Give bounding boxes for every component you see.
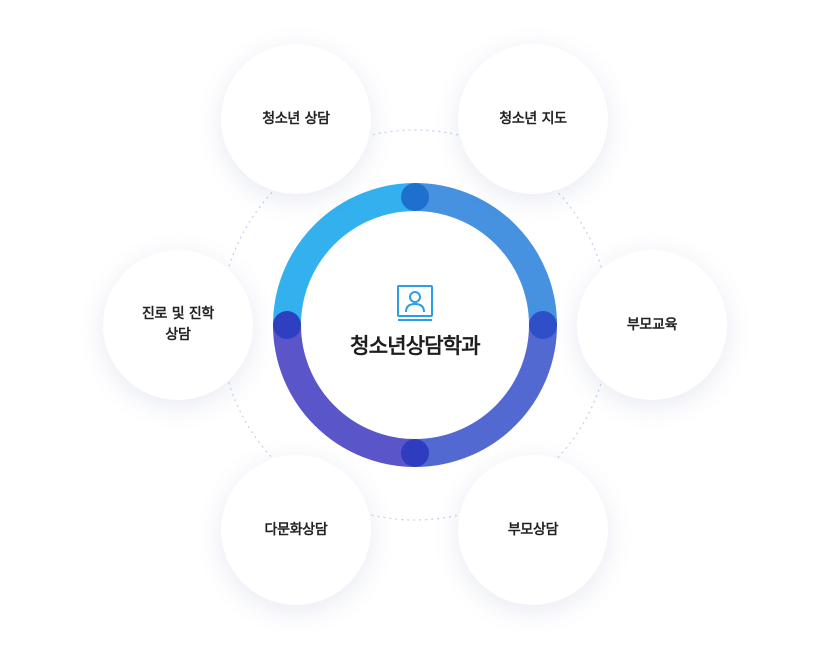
ring-segment-top-left [273,183,416,326]
ring-joint-bottom [401,439,429,467]
node-youth-counseling: 청소년 상담 [221,44,371,194]
counselor-icon [397,285,433,321]
node-youth-guidance: 청소년 지도 [458,44,608,194]
node-label: 부모교육 [626,316,678,333]
center-hub: 청소년상담학과 [302,212,528,438]
ring-segment-bottom-left [273,324,416,467]
node-label: 다문화상담 [264,521,328,538]
node-parent-education: 부모교육 [577,250,727,400]
ring-segment-bottom-right [414,324,557,467]
node-parent-counseling: 부모상담 [458,455,608,605]
node-label: 청소년 상담 [262,110,330,127]
node-label: 청소년 지도 [499,110,567,127]
ring-joint-left [273,311,301,339]
node-label: 부모상담 [507,521,559,538]
ring-joint-top [401,183,429,211]
node-label: 진로 및 진학 상담 [141,306,215,343]
ring-segment-top-right [414,183,557,326]
node-career-counseling: 진로 및 진학 상담 [103,250,253,400]
center-title: 청소년상담학과 [350,334,480,358]
node-multicultural-counseling: 다문화상담 [221,455,371,605]
ring-joint-right [529,311,557,339]
